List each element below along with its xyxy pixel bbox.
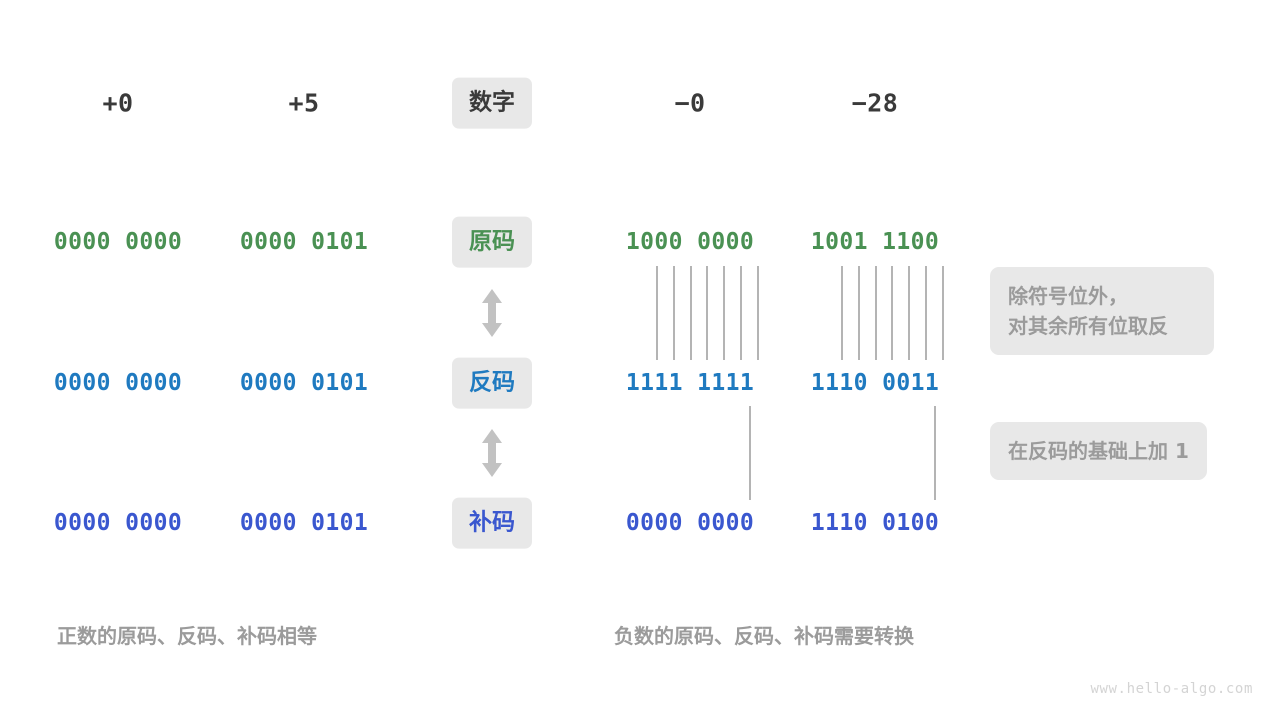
- invert-lines-neg-zero: [656, 266, 759, 360]
- row-label-sign-magnitude: 原码: [452, 216, 532, 268]
- row-label-twos-complement: 补码: [452, 497, 532, 549]
- bits-twos-complement-pos-zero: 0000 0000: [53, 510, 183, 536]
- bits-twos-complement-neg-28: 1110 0100: [810, 510, 940, 536]
- column-header-pos-zero: +0: [102, 88, 134, 118]
- row-label-twos-complement-chip: 补码: [452, 497, 532, 549]
- row-label-ones-complement: 反码: [452, 357, 532, 409]
- bits-sign-magnitude-pos-zero: 0000 0000: [53, 229, 183, 255]
- row-label-header-chip: 数字: [452, 77, 532, 129]
- bits-twos-complement-neg-zero: 0000 0000: [625, 510, 755, 536]
- bits-ones-complement-neg-zero: 1111 1111: [625, 370, 755, 396]
- note-add-one: 在反码的基础上加 1: [990, 422, 1207, 480]
- caption-positive: 正数的原码、反码、补码相等: [57, 624, 317, 648]
- row-label-sign-magnitude-chip: 原码: [452, 216, 532, 268]
- bits-ones-complement-pos-zero: 0000 0000: [53, 370, 183, 396]
- bits-ones-complement-pos-five: 0000 0101: [239, 370, 369, 396]
- row-label-ones-complement-chip: 反码: [452, 357, 532, 409]
- column-header-neg-28: −28: [851, 88, 899, 118]
- caption-negative: 负数的原码、反码、补码需要转换: [614, 624, 914, 648]
- column-header-neg-zero: −0: [674, 88, 706, 118]
- double-arrow-sign-to-ones-icon: [480, 288, 504, 338]
- watermark: www.hello-algo.com: [1090, 681, 1253, 697]
- bits-sign-magnitude-neg-zero: 1000 0000: [625, 229, 755, 255]
- double-arrow-ones-to-twos-icon: [480, 428, 504, 478]
- invert-lines-neg-28: [841, 266, 944, 360]
- note-invert-bits: 除符号位外， 对其余所有位取反: [990, 267, 1214, 355]
- bits-sign-magnitude-neg-28: 1001 1100: [810, 229, 940, 255]
- column-header-pos-five: +5: [288, 88, 320, 118]
- bits-twos-complement-pos-five: 0000 0101: [239, 510, 369, 536]
- row-label-header: 数字: [452, 77, 532, 129]
- bits-ones-complement-neg-28: 1110 0011: [810, 370, 940, 396]
- bits-sign-magnitude-pos-five: 0000 0101: [239, 229, 369, 255]
